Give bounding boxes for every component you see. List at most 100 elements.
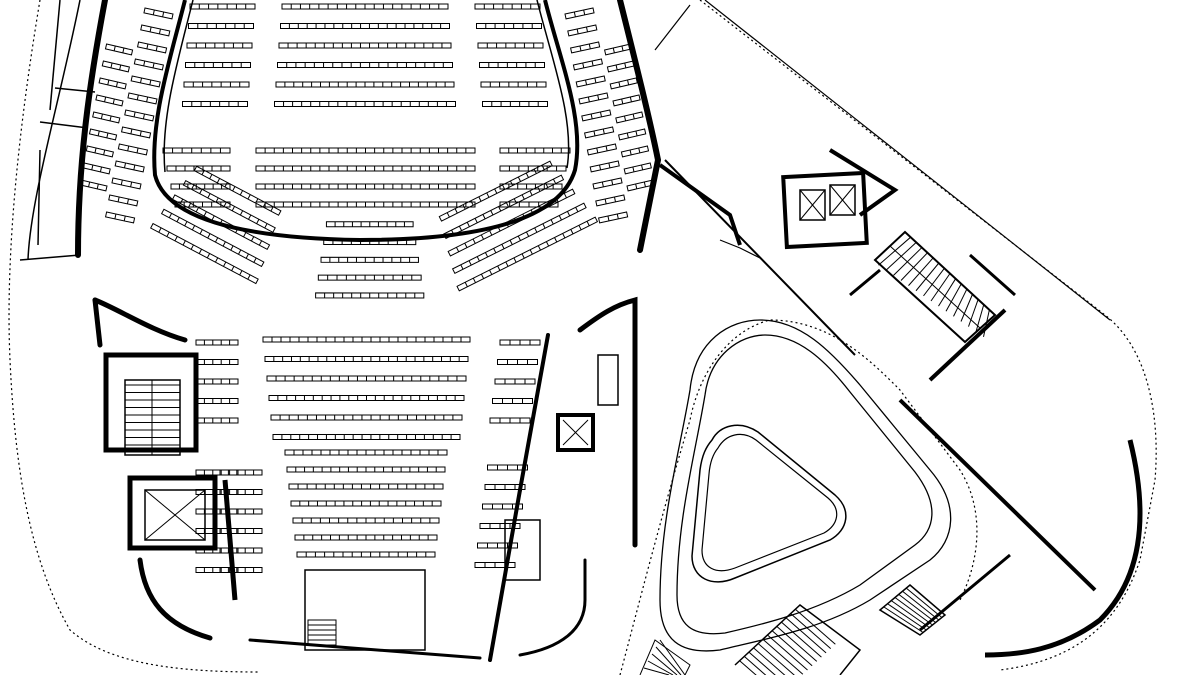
seat <box>609 163 610 168</box>
seat <box>231 246 233 250</box>
seat <box>204 212 206 216</box>
seat <box>510 240 512 244</box>
seat <box>240 191 242 195</box>
seat <box>523 214 525 218</box>
seat-row-outline <box>131 76 160 87</box>
seat <box>101 114 102 119</box>
seat-row-side-right <box>568 25 597 36</box>
seat-row-middle-right <box>500 148 570 153</box>
seat-row-outline <box>93 112 120 123</box>
seat <box>248 215 250 219</box>
seat-row-curved <box>151 224 258 284</box>
seat-row-side-left <box>109 195 138 206</box>
seat <box>461 265 463 269</box>
seat-row-outline <box>453 203 586 273</box>
seat <box>188 203 190 207</box>
site-boundary <box>9 0 1156 675</box>
seat <box>606 146 607 151</box>
seat-row-outline <box>321 257 418 262</box>
seat-row-side-left <box>106 212 135 223</box>
stair-tread <box>884 607 923 633</box>
seat <box>598 95 599 100</box>
seat-row-upper-center <box>281 24 450 29</box>
seat <box>473 278 475 282</box>
stair-tread <box>939 279 956 306</box>
seat-row-outline <box>220 548 262 553</box>
central-block-middle <box>163 148 570 207</box>
stair-tread <box>916 263 939 291</box>
seat <box>153 63 154 68</box>
seat-row-outline <box>89 129 116 140</box>
seat <box>553 179 555 183</box>
seat-row-outline <box>220 568 262 573</box>
seat-row-outline <box>184 82 249 87</box>
seat-row-outline <box>265 357 468 362</box>
seat <box>220 220 222 224</box>
seat <box>232 266 234 270</box>
seat <box>175 236 177 240</box>
seat-row-lower <box>273 435 460 440</box>
seat <box>118 197 119 202</box>
seat-row-front <box>291 501 441 506</box>
seat <box>208 194 210 198</box>
seat <box>577 29 578 34</box>
seat <box>210 174 212 178</box>
seat-row-outline <box>324 240 416 245</box>
seat <box>614 197 615 202</box>
seat-row-outline <box>579 93 608 104</box>
seat-row-outline <box>162 209 264 266</box>
stair-tread <box>924 268 945 296</box>
seat <box>259 241 261 245</box>
seat-row-outline <box>291 501 441 506</box>
seat-row-outline <box>196 379 238 384</box>
stair-tread <box>740 661 780 675</box>
seat-row-outline <box>220 490 262 495</box>
seat-row-aisle-left <box>196 360 238 365</box>
seat <box>124 163 125 168</box>
seat <box>467 222 469 226</box>
seat <box>483 214 485 218</box>
seat <box>591 114 592 119</box>
seat-row-curved <box>318 275 421 280</box>
seat-row-aisle-right <box>480 524 520 529</box>
seat <box>642 165 643 170</box>
seat <box>192 226 194 230</box>
seat <box>131 129 132 134</box>
seat-row-outline <box>122 127 151 138</box>
seat <box>579 225 581 229</box>
seat-row-curved <box>444 175 564 238</box>
seat <box>183 241 185 245</box>
seat <box>140 131 141 136</box>
seat <box>124 216 125 221</box>
stair-tread <box>976 305 984 332</box>
courtyard-step-block <box>640 640 690 675</box>
courtyard-step <box>648 661 673 675</box>
seat-row-upper-right <box>481 82 546 87</box>
left-corridor <box>20 0 95 260</box>
seat-row-outline <box>220 470 262 475</box>
seat <box>592 61 593 66</box>
seat-row-aisle-left <box>196 399 238 404</box>
stair-tread <box>895 598 933 626</box>
seat <box>503 185 505 189</box>
stair-tread <box>906 588 942 617</box>
seat-row-outline <box>585 127 614 138</box>
elevator-left <box>130 478 235 600</box>
seat <box>159 228 161 232</box>
seat-row-front <box>289 484 443 489</box>
seat-row-side-right <box>593 178 622 189</box>
seat-row-outline <box>171 184 230 189</box>
seat <box>163 12 164 17</box>
stair-tread <box>984 310 990 337</box>
seat-row-outline <box>613 95 640 106</box>
seat-row-outline <box>163 148 230 153</box>
seat-row-side-left-outer <box>86 146 113 157</box>
seat <box>212 216 214 220</box>
seat-row-outline <box>278 63 453 68</box>
stair-tread <box>899 594 936 622</box>
seat <box>137 148 138 153</box>
seat-row-outline <box>194 166 281 215</box>
seat <box>89 182 90 187</box>
auditorium-walls <box>78 0 658 660</box>
seat <box>617 214 618 219</box>
